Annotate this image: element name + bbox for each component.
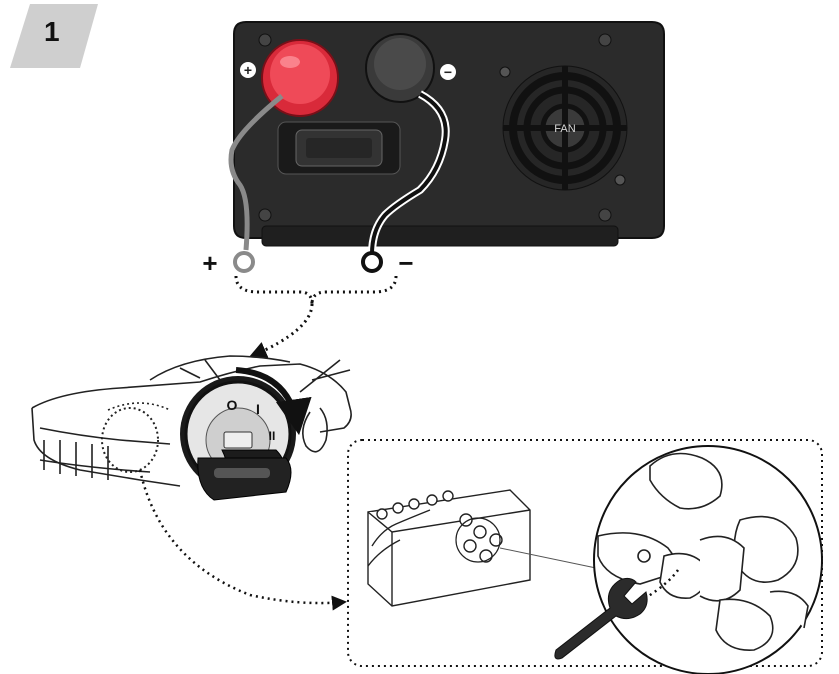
terminal-zoom [593,445,823,674]
connection-dotted-path [234,275,398,359]
negative-ring-connector [361,251,383,273]
ignition-on-mark: I [256,401,260,417]
ignition-off-mark: O [227,397,238,413]
screw-icon [258,33,626,222]
zoom-connector-line [499,547,597,569]
ignition-switch: O I II [180,367,312,501]
positive-wire [228,94,284,251]
step-badge: 1 [10,4,98,68]
fan-label: FAN [554,123,575,135]
rotation-arrow [235,367,312,436]
battery-detail-pointer [138,469,347,611]
positive-symbol: + [244,62,252,78]
ignition-acc-mark: II [269,429,276,443]
negative-wire [370,92,448,255]
positive-ring-connector [233,251,255,273]
minus-label: − [398,248,413,278]
plus-label: + [202,248,217,278]
negative-symbol: − [444,64,452,80]
step-number: 1 [44,16,60,47]
wrench-icon [554,577,648,660]
battery-illustration [367,489,531,607]
fan-grille: FAN [502,65,628,191]
ac-outlet [277,121,401,175]
negative-terminal: − [365,33,456,103]
